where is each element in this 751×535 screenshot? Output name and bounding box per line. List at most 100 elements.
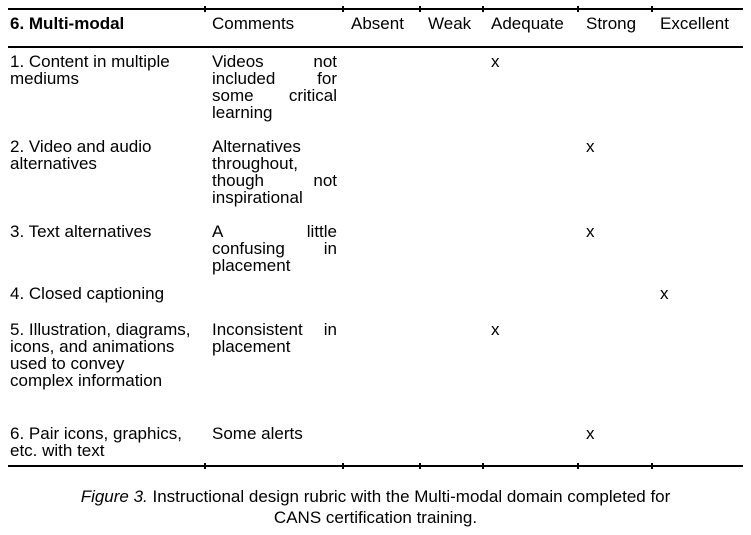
column-tick — [419, 463, 421, 469]
item-text-line: 2. Video and audio — [10, 138, 152, 156]
column-tick — [419, 6, 421, 12]
comment-text-line: Alternatives — [212, 138, 301, 156]
column-tick — [342, 463, 344, 469]
rating-mark: x — [491, 321, 500, 339]
rating-mark: x — [491, 53, 500, 71]
col-header-excellent: Excellent — [660, 15, 729, 33]
rating-cell-excellent: x — [652, 285, 743, 316]
rating-cell-strong — [578, 53, 652, 133]
figure-caption: Figure 3. Instructional design rubric wi… — [0, 486, 751, 528]
column-tick — [482, 463, 484, 469]
col-header-absent: Absent — [351, 15, 404, 33]
col-header-comments: Comments — [212, 15, 295, 33]
rating-mark: x — [586, 425, 595, 443]
comment-text-line: placement — [212, 256, 291, 275]
rating-cell-excellent — [652, 138, 743, 218]
column-tick — [204, 463, 206, 469]
column-tick — [577, 463, 579, 469]
rating-mark: x — [586, 223, 595, 241]
rating-cell-weak — [420, 223, 483, 280]
comment-text-line: learning — [212, 103, 273, 122]
rating-cell-weak — [420, 425, 483, 465]
column-tick — [651, 463, 653, 469]
rating-cell-weak — [420, 53, 483, 133]
rating-cell-excellent — [652, 321, 743, 420]
rubric-table: 6. Multi-modal Comments Absent Weak Adeq… — [8, 6, 743, 469]
rating-cell-adequate — [483, 223, 578, 280]
comment-text-line: placement — [212, 337, 291, 356]
col-header-strong: Strong — [586, 15, 637, 33]
item-text-line: mediums — [10, 69, 79, 88]
column-tick — [577, 6, 579, 12]
rating-cell-adequate — [483, 285, 578, 316]
rating-cell-adequate: x — [483, 321, 578, 420]
rating-cell-adequate — [483, 138, 578, 218]
rating-cell-absent — [343, 321, 420, 420]
rating-cell-absent — [343, 53, 420, 133]
comment-cell: Some alerts — [205, 425, 343, 465]
item-text-line: 5. Illustration, diagrams, — [10, 321, 191, 339]
caption-line-1: Figure 3. Instructional design rubric wi… — [0, 486, 751, 507]
rating-cell-strong: x — [578, 425, 652, 465]
rating-cell-weak — [420, 138, 483, 218]
rating-cell-strong — [578, 321, 652, 420]
comment-text-line: inspirational — [212, 188, 303, 207]
column-tick — [651, 6, 653, 12]
item-text-line: etc. with text — [10, 441, 105, 460]
comment-text-line: throughout, — [212, 154, 299, 173]
item-text-line: icons, and animations — [10, 337, 175, 356]
rating-cell-absent — [343, 223, 420, 280]
comment-text-line: Some alerts — [212, 425, 303, 443]
table-row: 5. Illustration, diagrams,icons, and ani… — [8, 316, 743, 420]
item-text-line: used to convey — [10, 354, 125, 373]
item-text-line: 3. Text alternatives — [10, 223, 152, 241]
rating-mark: x — [586, 138, 595, 156]
caption-line-2: CANS certification training. — [273, 508, 478, 527]
table-row: 6. Pair icons, graphics,etc. with text S… — [8, 420, 743, 465]
comment-cell — [205, 285, 343, 316]
column-tick — [482, 6, 484, 12]
col-header-weak: Weak — [428, 15, 472, 33]
table-row: 4. Closed captioning x — [8, 280, 743, 316]
caption-text: Instructional design rubric with the Mul… — [147, 487, 671, 506]
item-text-line: 6. Pair icons, graphics, — [10, 425, 182, 443]
item-cell: 4. Closed captioning — [8, 285, 205, 316]
rating-cell-absent — [343, 285, 420, 316]
item-cell: 3. Text alternatives — [8, 223, 205, 280]
rating-cell-weak — [420, 321, 483, 420]
column-tick — [204, 6, 206, 12]
rating-mark: x — [660, 285, 669, 303]
col-header-domain: 6. Multi-modal — [10, 15, 125, 33]
rating-cell-excellent — [652, 425, 743, 465]
table-header-row: 6. Multi-modal Comments Absent Weak Adeq… — [8, 10, 743, 48]
col-header-adequate: Adequate — [491, 15, 564, 33]
rating-cell-weak — [420, 285, 483, 316]
rating-cell-excellent — [652, 53, 743, 133]
rating-cell-adequate — [483, 425, 578, 465]
item-text-line: alternatives — [10, 154, 97, 173]
item-cell: 5. Illustration, diagrams,icons, and ani… — [8, 321, 205, 420]
rating-cell-strong — [578, 285, 652, 316]
rating-cell-absent — [343, 425, 420, 465]
item-text-line: complex information — [10, 371, 163, 390]
rating-cell-adequate: x — [483, 53, 578, 133]
item-text-line: 4. Closed captioning — [10, 285, 165, 303]
rating-cell-excellent — [652, 223, 743, 280]
rating-cell-strong: x — [578, 138, 652, 218]
rating-cell-strong: x — [578, 223, 652, 280]
